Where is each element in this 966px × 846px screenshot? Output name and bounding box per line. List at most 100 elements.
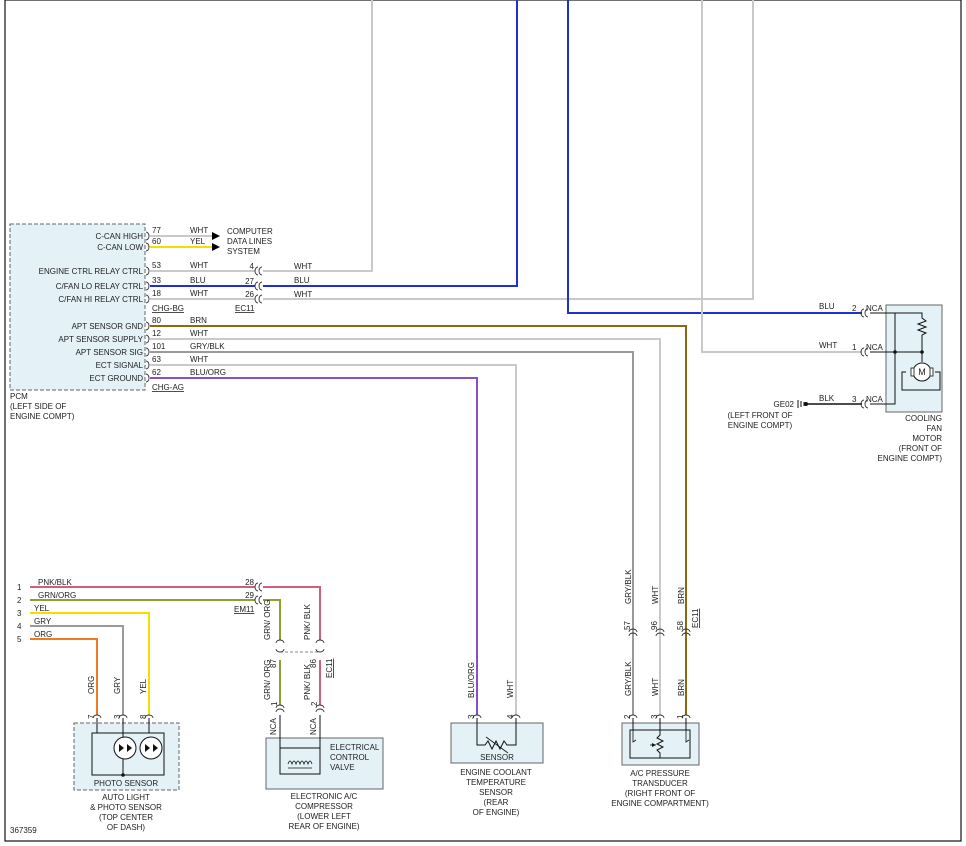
wire-number: 1 xyxy=(17,583,22,592)
wire-color-label: YEL xyxy=(139,678,148,694)
wire-color-label: GRN/ORG xyxy=(38,591,76,600)
wire-color-label: GRY/BLK xyxy=(190,342,225,351)
pin-number: 96 xyxy=(650,621,659,630)
wire-color-label: ORG xyxy=(87,676,96,694)
pcm-pin-label: ENGINE CTRL RELAY CTRL xyxy=(39,267,144,276)
pcm-pin-label: APT SENSOR SIG xyxy=(76,348,143,357)
connector-nca: NCA xyxy=(269,717,278,735)
svg-text:ELECTRONIC A/C: ELECTRONIC A/C xyxy=(291,792,358,801)
svg-text:COOLING: COOLING xyxy=(905,414,942,423)
pcm-pin-label: C/FAN LO RELAY CTRL xyxy=(56,282,144,291)
pcm-lower-wires xyxy=(150,325,687,715)
wire-color-label: GRY/BLK xyxy=(624,569,633,604)
pin-number: 58 xyxy=(676,621,685,630)
wire-color-label: WHT xyxy=(819,341,837,350)
pin-number: 26 xyxy=(245,290,254,299)
pin-number: 28 xyxy=(245,578,254,587)
pin-number: 53 xyxy=(152,261,161,270)
ect-sensor: BLU/ORG WHT 3 4 SENSOR ENGINE COOLANT TE… xyxy=(450,662,544,817)
pin-number: 62 xyxy=(152,368,161,377)
wire-color-label: BRN xyxy=(677,679,686,696)
wire-color-label: WHT xyxy=(190,289,208,298)
arrow-icon xyxy=(212,243,220,251)
pcm-connector-arcs xyxy=(145,231,150,383)
svg-text:PCM: PCM xyxy=(10,392,28,401)
pin-number: 77 xyxy=(152,226,161,235)
wire-color-label: WHT xyxy=(651,678,660,696)
connector-nca: NCA xyxy=(866,343,884,352)
photodiode-icon xyxy=(139,736,163,760)
motor-symbol: M xyxy=(918,367,926,377)
computer-data-lines-label: COMPUTER DATA LINES SYSTEM xyxy=(227,227,273,256)
wire-color-label: BRN xyxy=(677,587,686,604)
connector-chg-bg: CHG-BG xyxy=(152,304,184,313)
connector-ec11: EC11 xyxy=(325,658,334,678)
pin-number: 8 xyxy=(139,714,148,719)
pin-number: 12 xyxy=(152,329,161,338)
wire-gry-blk xyxy=(150,351,634,715)
wire-color-label: WHT xyxy=(651,586,660,604)
svg-text:SYSTEM: SYSTEM xyxy=(227,247,260,256)
svg-text:ENGINE COMPT): ENGINE COMPT) xyxy=(878,454,943,463)
pin-number: 2 xyxy=(852,304,857,313)
pin-number: 4 xyxy=(506,714,515,719)
svg-text:PHOTO SENSOR: PHOTO SENSOR xyxy=(94,779,159,788)
wire-color-label: PNK/ BLK xyxy=(303,603,312,640)
potentiometer-icon xyxy=(632,718,687,758)
pcm-pin-label: C/FAN HI RELAY CTRL xyxy=(58,295,143,304)
wire-wht-fan-motor xyxy=(701,0,862,353)
pcm-pin-label: C-CAN HIGH xyxy=(95,232,143,241)
pin-number: 60 xyxy=(152,237,161,246)
pcm-title: PCM (LEFT SIDE OF ENGINE COMPT) xyxy=(10,392,75,421)
connector-nca: NCA xyxy=(866,395,884,404)
connector-chg-ag: CHG-AG xyxy=(152,383,184,392)
pcm-box xyxy=(9,223,146,391)
connector-nca: NCA xyxy=(309,717,318,735)
ground-ge02: GE02 (LEFT FRONT OF ENGINE COMPT) xyxy=(727,400,808,430)
svg-text:MOTOR: MOTOR xyxy=(912,434,942,443)
svg-text:ELECTRICAL: ELECTRICAL xyxy=(330,743,380,752)
svg-text:COMPRESSOR: COMPRESSOR xyxy=(295,802,353,811)
wire-color-label: BLU xyxy=(819,302,835,311)
pin-number: 2 xyxy=(623,714,632,719)
wire-blu-fan-motor xyxy=(567,0,862,314)
pin-number: 4 xyxy=(250,262,255,271)
svg-text:SENSOR: SENSOR xyxy=(480,753,514,762)
pin-number: 29 xyxy=(245,591,254,600)
svg-text:(FRONT OF: (FRONT OF xyxy=(899,444,943,453)
svg-text:GE02: GE02 xyxy=(774,400,795,409)
svg-text:VALVE: VALVE xyxy=(330,763,355,772)
wire-color-label: GRY/BLK xyxy=(624,661,633,696)
svg-text:ENGINE COMPT): ENGINE COMPT) xyxy=(10,412,75,421)
pin-number: 3 xyxy=(113,714,122,719)
svg-text:OF ENGINE): OF ENGINE) xyxy=(473,808,520,817)
wire-number: 5 xyxy=(17,635,22,644)
fan-motor-box xyxy=(885,304,943,413)
pin-number: 1 xyxy=(676,714,685,719)
pin-number: 3 xyxy=(650,714,659,719)
pin-number: 57 xyxy=(623,621,632,630)
pcm-pin-labels: C-CAN HIGH C-CAN LOW ENGINE CTRL RELAY C… xyxy=(39,232,144,383)
pcm-wire-colors: WHT YEL WHT BLU WHT BRN WHT GRY/BLK WHT … xyxy=(190,226,226,377)
pin-number: 101 xyxy=(152,342,166,351)
wire-color-label: WHT xyxy=(506,680,515,698)
wire-color-label: GRN/ ORG xyxy=(263,600,272,640)
pin-number: 27 xyxy=(245,277,254,286)
connector-nca: NCA xyxy=(866,304,884,313)
ac-pressure-transducer: GRY/BLK WHT BRN 57 96 58 EC11 GRY/BLK WH… xyxy=(611,569,709,808)
connector-ec11: EC11 xyxy=(235,304,255,313)
pin-number: 63 xyxy=(152,355,161,364)
figure-id: 367359 xyxy=(10,826,37,835)
cooling-fan-motor: M BLU WHT BLK 2 1 3 NCA NCA NCA COOLING … xyxy=(806,302,943,463)
svg-text:CONTROL: CONTROL xyxy=(330,753,370,762)
wire-color-label: YEL xyxy=(190,237,206,246)
svg-text:DATA LINES: DATA LINES xyxy=(227,237,272,246)
wire-color-label: BLK xyxy=(819,394,835,403)
valve-coil-icon xyxy=(279,747,321,775)
wire-color-label: YEL xyxy=(34,604,50,613)
svg-text:FAN: FAN xyxy=(926,424,942,433)
ground-icon xyxy=(804,402,808,406)
pin-number: 1 xyxy=(852,343,857,352)
arrow-icon xyxy=(212,232,220,240)
